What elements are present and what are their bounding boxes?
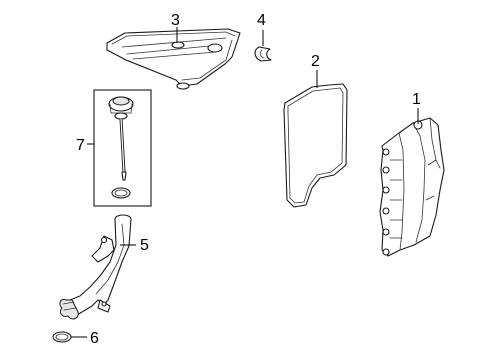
oil-filter <box>106 28 241 90</box>
callout-6: 6 <box>90 330 99 347</box>
filter-seal <box>254 46 272 62</box>
callout-7: 7 <box>76 137 85 154</box>
callout-4: 4 <box>257 12 266 29</box>
callout-3: 3 <box>171 12 180 29</box>
transmission-pan-case <box>379 117 445 257</box>
callout-2: 2 <box>311 53 320 70</box>
dipstick-assembly <box>93 89 152 207</box>
fill-tube <box>59 214 132 320</box>
callout-5: 5 <box>140 237 149 254</box>
o-ring <box>52 331 72 343</box>
callout-1: 1 <box>412 91 421 108</box>
pan-gasket <box>283 83 348 208</box>
